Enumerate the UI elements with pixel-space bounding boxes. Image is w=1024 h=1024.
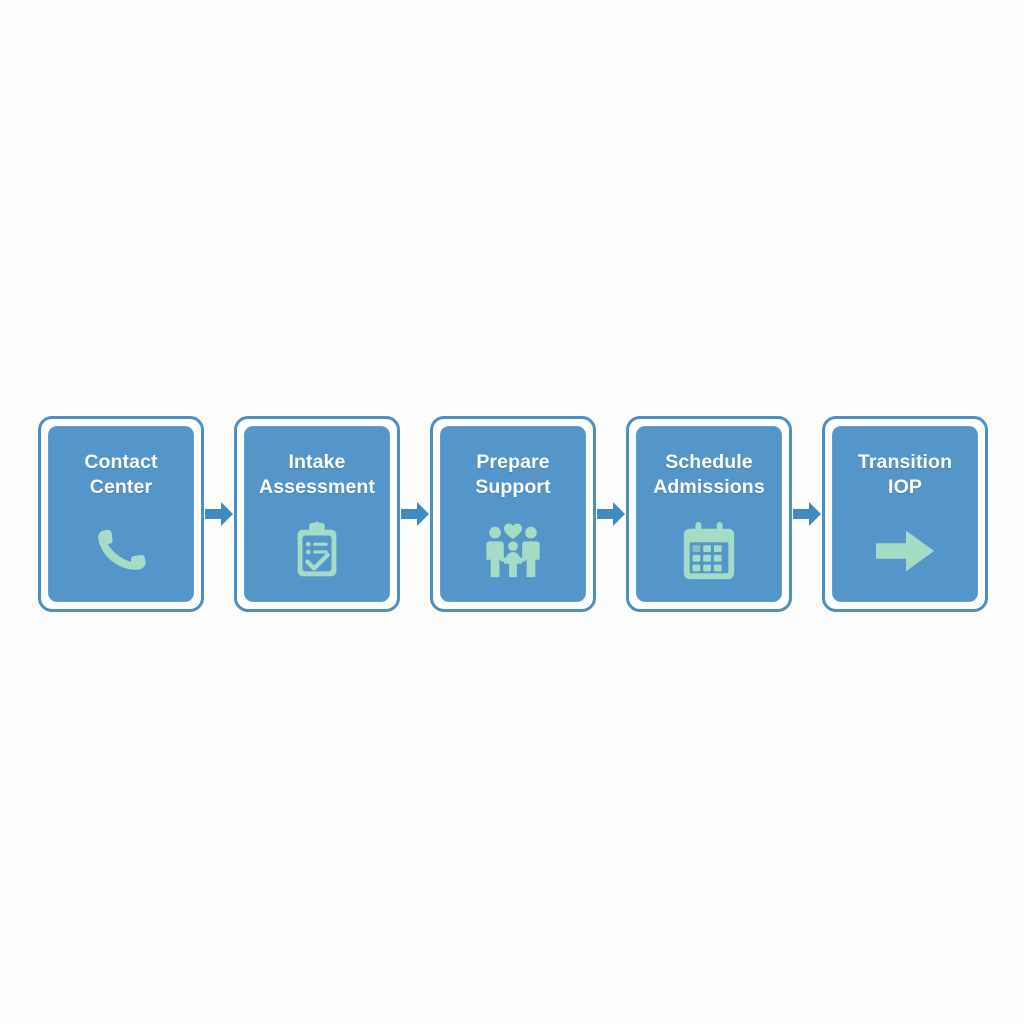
step-card-body: Transition IOP [832,426,978,602]
step-card-body: Prepare Support [440,426,586,602]
step-card-body: Contact Center [48,426,194,602]
step-label: Contact Center [84,451,158,498]
step-card-contact-center[interactable]: Contact Center [38,416,204,612]
arrow-right-icon [874,520,936,582]
step-label: Transition IOP [857,451,953,498]
step-label: Schedule Admissions [653,451,765,498]
step-card-intake-assessment[interactable]: Intake Assessment [234,416,400,612]
step-label: Intake Assessment [259,451,375,498]
clipboard-checklist-icon [286,520,348,582]
family-heart-icon [482,520,544,582]
arrow-step-1-to-2 [204,494,234,534]
calendar-icon [678,520,740,582]
arrow-step-3-to-4 [596,494,626,534]
phone-handset-icon [90,520,152,582]
step-card-prepare-support[interactable]: Prepare Support [430,416,596,612]
step-card-body: Schedule Admissions [636,426,782,602]
arrow-step-4-to-5 [792,494,822,534]
step-card-body: Intake Assessment [244,426,390,602]
arrow-step-2-to-3 [400,494,430,534]
step-label: Prepare Support [475,451,551,498]
step-card-transition-iop[interactable]: Transition IOP [822,416,988,612]
step-card-schedule-admissions[interactable]: Schedule Admissions [626,416,792,612]
process-flow-strip: Contact Center Intake Assessment [0,416,1024,612]
